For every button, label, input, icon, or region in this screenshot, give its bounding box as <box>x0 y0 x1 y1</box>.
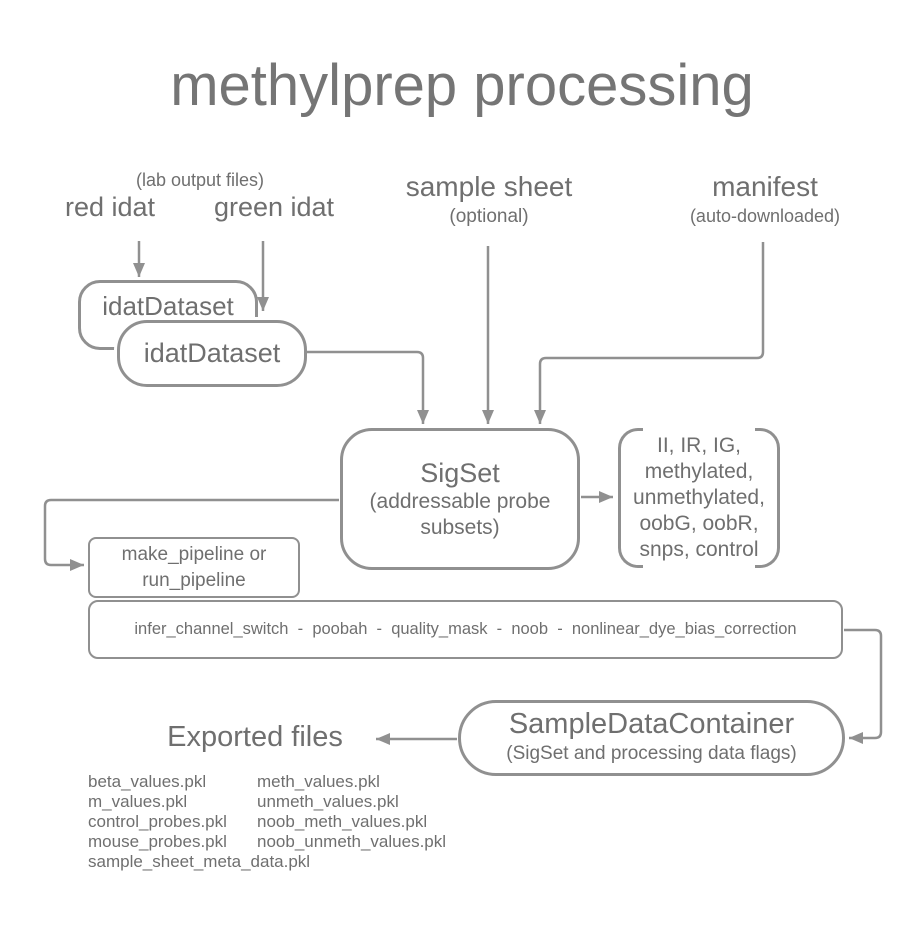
label-lab-output-note: (lab output files) <box>135 170 265 190</box>
sigset-title: SigSet <box>420 457 500 488</box>
exported-files-title: Exported files <box>167 721 343 753</box>
label-manifest-note: (auto-downloaded) <box>689 206 841 226</box>
label-sample-sheet: sample sheet <box>405 171 573 202</box>
sample-data-container-title: SampleDataContainer <box>508 708 795 741</box>
subsets-bracket-right <box>755 428 780 568</box>
label-sample-sheet-note: (optional) <box>449 206 529 227</box>
node-idatdataset-front-label: idatDataset <box>143 338 281 368</box>
node-processing-steps: infer_channel_switch - poobah - quality_… <box>88 600 843 659</box>
diagram-title: methylprep processing <box>170 53 754 118</box>
exported-files-column-1: beta_values.pkl m_values.pkl control_pro… <box>88 772 311 871</box>
node-idatdataset-back-label: idatDataset <box>102 291 234 321</box>
node-make-run-pipeline: make_pipeline or run_pipeline <box>88 537 300 598</box>
node-sample-data-container: SampleDataContainer (SigSet and processi… <box>458 700 845 776</box>
label-manifest: manifest <box>712 171 818 202</box>
arrow-manifest-to-sigset <box>534 242 765 424</box>
sigset-subtitle: (addressable probe subsets) <box>369 489 551 540</box>
arrow-idatdataset-to-sigset <box>307 350 429 424</box>
node-sigset: SigSet (addressable probe subsets) <box>340 428 580 570</box>
sample-data-container-subtitle: (SigSet and processing data flags) <box>506 743 797 765</box>
sigset-subsets-list: II, IR, IG, methylated, unmethylated, oo… <box>633 434 765 561</box>
label-green-idat: green idat <box>213 192 335 222</box>
label-red-idat: red idat <box>64 192 156 222</box>
subsets-bracket-left <box>618 428 643 568</box>
exported-files-column-2: meth_values.pkl unmeth_values.pkl noob_m… <box>257 772 447 851</box>
arrow-steps-to-container <box>844 628 883 744</box>
node-idatdataset-front: idatDataset <box>117 320 307 387</box>
